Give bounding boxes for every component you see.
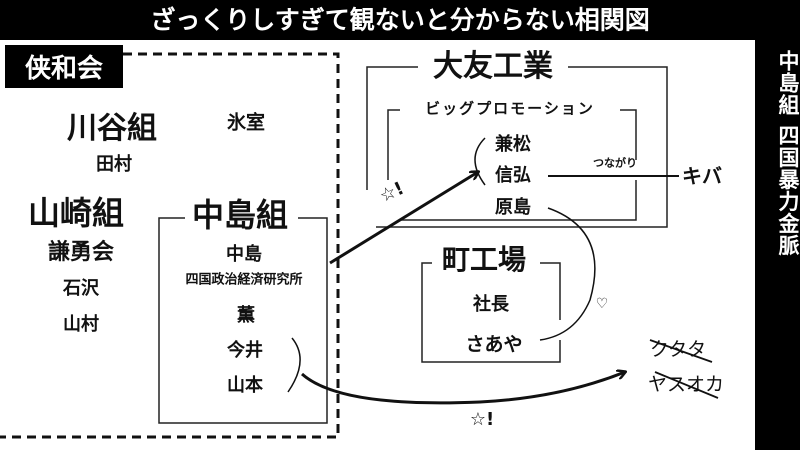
heart-curve [539,207,596,341]
member-kanematsu: 兼松 [495,134,531,155]
member-tamura: 田村 [96,154,132,175]
connection-label: つながり [593,156,637,170]
side-title-bar: 中島組 四国暴力金脈 [755,40,800,450]
member-nakajima: 中島 [226,244,262,265]
arrow-yamamoto-to-crossed [301,372,625,405]
crossed-yasuoka: ヤスオカ [647,373,725,396]
member-ishizawa: 石沢 [63,278,99,299]
star-exclaim-2: ☆! [469,409,495,430]
member-imai: 今井 [227,340,263,361]
kiba: キバ [679,166,725,186]
kyowakai-boundary [0,52,340,439]
shikoku-institute: 四国政治経済研究所 [185,272,303,288]
member-himuro: 氷室 [226,111,266,134]
heart-icon: ♡ [595,296,609,312]
bracket-kanematsu-nobuhiro [474,137,486,186]
machikoba-box [421,262,561,363]
title-bar: ざっくりしすぎて観ないと分からない相関図 [0,0,800,40]
bracket-imai-yamamoto [287,337,301,393]
kenyukai: 謙勇会 [47,240,115,265]
arrow-nakajima-to-bigpromo [329,172,478,265]
yamazaki-gumi: 山崎組 [27,194,125,232]
otomo-kogyo: 大友工業 [425,52,561,82]
otomo-box [366,66,668,228]
member-harashima: 原島 [491,199,535,217]
strike-1 [649,339,713,363]
member-yamamura: 山村 [63,314,99,335]
nakajima-box [158,217,328,424]
crossed-kutata: クタタ [649,338,707,361]
kawatani-gumi: 川谷組 [67,111,157,146]
nakajima-gumi: 中島組 [191,196,289,234]
page-title: ざっくりしすぎて観ないと分からない相関図 [150,5,650,35]
member-shacho: 社長 [473,294,509,315]
member-nobuhiro: 信弘 [495,165,531,186]
strike-2 [654,371,719,399]
machikoba: 町工場 [435,246,533,274]
member-saaya: さあや [465,333,523,356]
bigpromo-box [387,109,637,221]
big-promotion: ビッグプロモーション [419,101,601,117]
member-yamamoto: 山本 [227,375,263,396]
side-title: 中島組 四国暴力金脈 [776,50,800,257]
kyowakai-label: 侠和会 [5,45,123,88]
member-kaoru: 薫 [237,305,255,326]
